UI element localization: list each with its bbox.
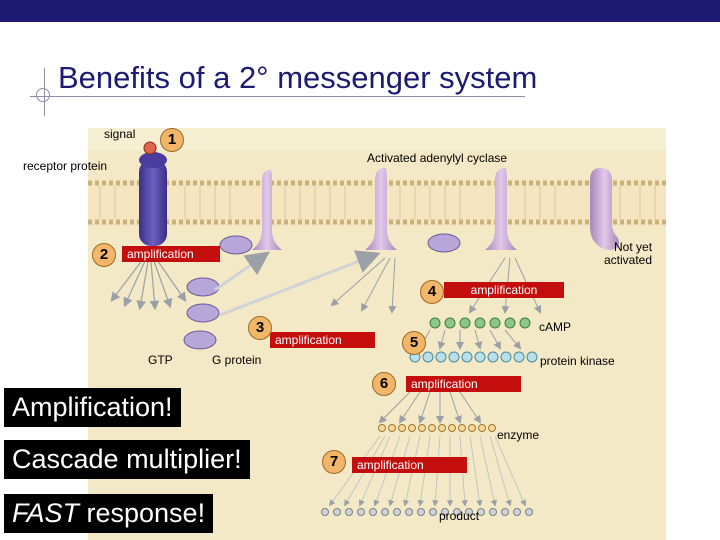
decorative-line-horizontal	[30, 96, 525, 97]
gprotein-to-ac-arrows	[214, 250, 381, 317]
title-bar	[0, 0, 720, 22]
amplification-label-2: amplification	[444, 282, 564, 298]
adenylyl-cyclase-label: Activated adenylyl cyclase	[367, 151, 508, 165]
slide-title: Benefits of a 2° messenger system	[58, 60, 538, 95]
amplification-label-3: amplification	[270, 332, 375, 348]
step-badge-6: 6	[372, 372, 396, 396]
kinase-arrows	[378, 391, 482, 424]
receptor-protein-label: receptor protein	[23, 159, 108, 173]
product-label: product	[439, 509, 480, 523]
step-badge-7: 7	[322, 450, 346, 474]
adenylyl-cyclase-inactive	[590, 168, 619, 250]
receptor-protein	[139, 141, 167, 246]
callout-amplification: Amplification!	[4, 388, 181, 427]
amplification-label-4: amplification	[406, 376, 521, 392]
adenylyl-cyclase-activated	[252, 168, 517, 250]
camp-arrows	[419, 329, 522, 350]
callout-fast-response: FAST response!	[4, 494, 214, 533]
protein-kinase-molecules	[409, 351, 538, 363]
fast-text: FAST	[12, 498, 79, 528]
decorative-circle	[36, 88, 50, 102]
step-badge-4: 4	[420, 280, 444, 304]
step-badge-2: 2	[92, 243, 116, 267]
signal-label: signal	[104, 127, 136, 141]
amplification-label-1: amplification	[122, 246, 220, 262]
step-badge-1: 1	[160, 128, 184, 152]
g-protein-label: G protein	[212, 353, 262, 367]
product-molecules	[321, 508, 533, 516]
not-yet-activated-label: Not yet activated	[604, 240, 653, 267]
response-text: response!	[79, 498, 206, 528]
gtp-label: GTP	[148, 353, 173, 367]
enzyme-label: enzyme	[497, 428, 540, 442]
extracellular-area	[88, 128, 666, 150]
protein-kinase-label: protein kinase	[540, 354, 615, 368]
camp-molecules	[429, 317, 531, 329]
enzyme-molecules	[378, 424, 496, 432]
callout-cascade: Cascade multiplier!	[4, 440, 250, 479]
g-proteins	[183, 233, 461, 350]
amplification-label-5: amplification	[352, 457, 467, 473]
camp-label: cAMP	[539, 320, 572, 334]
signal-molecule	[143, 141, 157, 155]
step-badge-5: 5	[402, 331, 426, 355]
step-badge-3: 3	[248, 316, 272, 340]
